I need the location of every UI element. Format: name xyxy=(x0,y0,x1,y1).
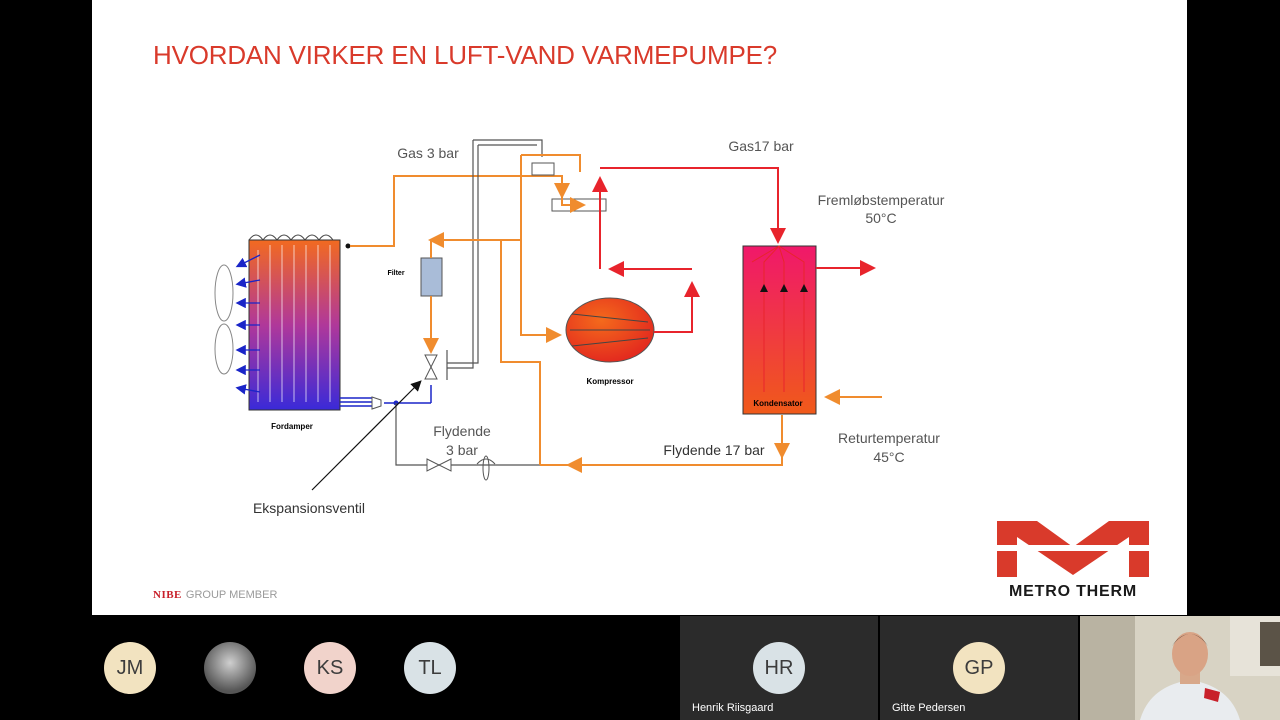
liquid-17-bar-label: Flydende 17 bar xyxy=(663,442,765,458)
speaker-video[interactable] xyxy=(1080,616,1280,720)
speaker-video-frame xyxy=(1080,616,1280,720)
liquid-3-bar-label-2: 3 bar xyxy=(446,442,478,458)
filter-icon xyxy=(420,257,443,297)
return-temp-value: 45°C xyxy=(873,449,904,465)
heat-pump-diagram: Fordamper xyxy=(214,138,945,516)
return-temp-label: Returtemperatur xyxy=(838,430,940,446)
participant-tile[interactable]: GP Gitte Pedersen xyxy=(880,616,1078,720)
avatar: JM xyxy=(104,642,156,694)
liquid-3-bar-label-1: Flydende xyxy=(433,423,491,439)
avatar-photo xyxy=(204,642,256,694)
participant-tile[interactable]: JM xyxy=(80,616,180,720)
presentation-slide: HVORDAN VIRKER EN LUFT-VAND VARMEPUMPE? xyxy=(92,0,1187,615)
avatar: KS xyxy=(304,642,356,694)
avatar: GP xyxy=(953,642,1005,694)
condenser xyxy=(742,245,817,415)
compressor xyxy=(565,297,655,363)
sensor-icon xyxy=(531,162,555,176)
gas-3-bar-label: Gas 3 bar xyxy=(397,145,459,161)
participant-tile[interactable] xyxy=(180,616,280,720)
flow-temp-label: Fremløbstemperatur xyxy=(818,192,945,208)
nibe-footer-text: GROUP MEMBER xyxy=(185,589,278,601)
gas-17-bar-label: Gas17 bar xyxy=(728,138,794,154)
compressor-label: Kompressor xyxy=(586,377,633,386)
participant-tile[interactable]: KS xyxy=(280,616,380,720)
logo-text: METRO THERM xyxy=(1009,583,1137,600)
expansion-valve xyxy=(424,354,438,380)
slide-title: HVORDAN VIRKER EN LUFT-VAND VARMEPUMPE? xyxy=(153,40,778,70)
nibe-brand: NIBE xyxy=(153,589,182,601)
participant-tile[interactable]: TL xyxy=(380,616,480,720)
participant-name: Henrik Riisgaard xyxy=(692,702,774,714)
fan-icon xyxy=(214,323,234,375)
evaporator xyxy=(235,234,341,411)
avatar: HR xyxy=(753,642,805,694)
participant-name: Gitte Pedersen xyxy=(892,702,966,714)
check-valve xyxy=(426,458,452,472)
participant-tile[interactable]: HR Henrik Riisgaard xyxy=(680,616,878,720)
condenser-label: Kondensator xyxy=(753,399,802,408)
metro-therm-logo xyxy=(997,521,1149,577)
avatar: TL xyxy=(404,642,456,694)
expansion-valve-label: Ekspansionsventil xyxy=(253,500,365,516)
flow-temp-value: 50°C xyxy=(865,210,896,226)
filter-label: Filter xyxy=(387,270,404,277)
evaporator-label: Fordamper xyxy=(271,422,313,431)
fan-icon xyxy=(214,264,234,322)
